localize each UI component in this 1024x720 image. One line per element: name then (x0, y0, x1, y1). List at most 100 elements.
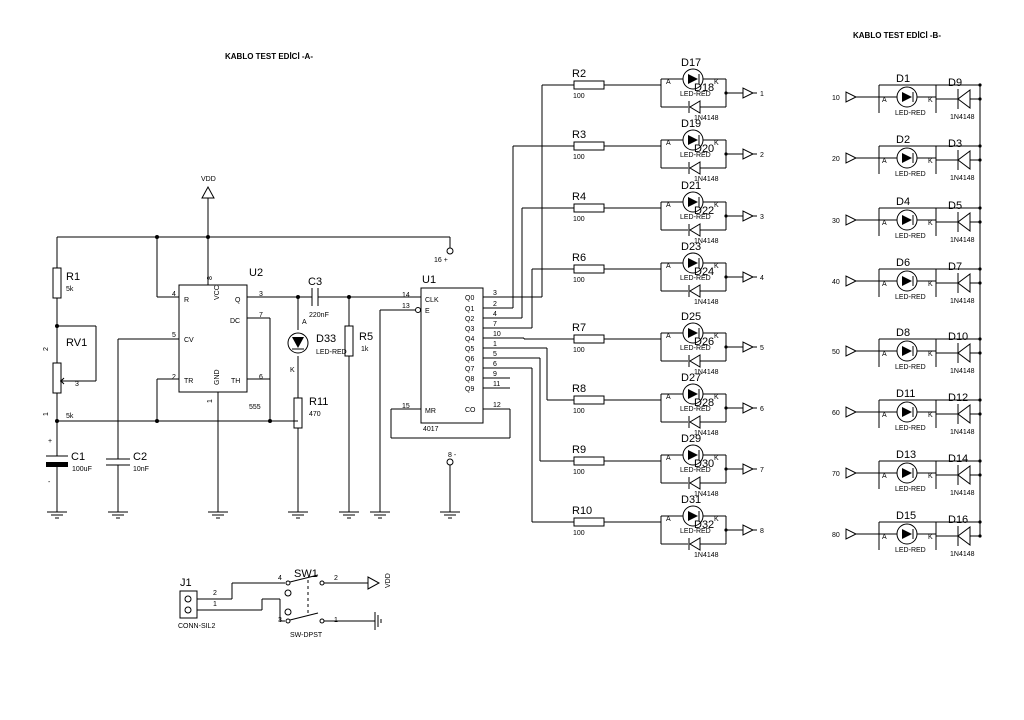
svg-text:R6: R6 (572, 252, 586, 264)
ground-r11 (288, 511, 308, 519)
svg-text:2: 2 (334, 575, 338, 582)
ground-c2 (108, 511, 128, 519)
svg-text:A: A (882, 220, 887, 227)
svg-text:A: A (666, 79, 671, 86)
svg-text:A: A (302, 319, 307, 326)
svg-text:A: A (666, 394, 671, 401)
svg-text:1N4148: 1N4148 (694, 299, 719, 306)
svg-text:6: 6 (760, 406, 764, 413)
diode-d28 (689, 415, 701, 429)
svg-text:2: 2 (172, 374, 176, 381)
resistor-r3 (573, 141, 605, 151)
svg-text:VDD: VDD (201, 176, 216, 183)
svg-text:LED-RED: LED-RED (895, 425, 926, 432)
svg-text:A: A (882, 534, 887, 541)
svg-text:Q: Q (235, 297, 241, 304)
svg-text:K: K (928, 158, 933, 165)
diode-d30 (689, 476, 701, 490)
svg-text:1: 1 (43, 412, 50, 416)
ground-e (370, 511, 390, 519)
svg-text:R7: R7 (572, 322, 586, 334)
svg-text:8: 8 (760, 528, 764, 535)
svg-text:D3: D3 (948, 138, 962, 150)
svg-text:D4: D4 (896, 196, 910, 208)
svg-text:D13: D13 (896, 449, 916, 461)
svg-text:LED-RED: LED-RED (895, 294, 926, 301)
resistor-r9 (573, 456, 605, 466)
svg-text:100: 100 (573, 216, 585, 223)
ground-sw1 (374, 612, 382, 630)
svg-text:1N4148: 1N4148 (950, 237, 975, 244)
svg-text:100: 100 (573, 347, 585, 354)
svg-text:R3: R3 (572, 129, 586, 141)
svg-text:CV: CV (184, 337, 194, 344)
svg-text:R4: R4 (572, 191, 586, 203)
svg-text:100: 100 (573, 93, 585, 100)
svg-text:1N4148: 1N4148 (694, 238, 719, 245)
svg-text:11: 11 (493, 381, 500, 388)
svg-text:5k: 5k (66, 286, 74, 293)
pin16-terminal (446, 247, 454, 255)
svg-text:LED-RED: LED-RED (895, 171, 926, 178)
resistor-r2 (573, 80, 605, 90)
svg-text:LED-RED: LED-RED (895, 486, 926, 493)
svg-text:Q0: Q0 (465, 295, 474, 302)
svg-text:A: A (666, 516, 671, 523)
svg-text:40: 40 (832, 279, 840, 286)
svg-text:A: A (666, 333, 671, 340)
pin8-terminal (446, 458, 454, 466)
svg-text:Q8: Q8 (465, 376, 474, 383)
svg-text:100uF: 100uF (72, 466, 92, 473)
svg-text:DC: DC (230, 318, 240, 325)
u2-timer-555: U2 555 R Q CV DC TR TH VCC GND 4 3 5 7 2… (172, 267, 263, 411)
svg-text:K: K (714, 79, 719, 86)
svg-text:K: K (714, 333, 719, 340)
svg-text:D2: D2 (896, 134, 910, 146)
u1-pin-q6: Q65 (465, 351, 510, 363)
sw1-switch: SW1 4 3 2 1 SW-DPST (278, 568, 338, 639)
svg-text:D25: D25 (681, 311, 701, 323)
svg-text:2: 2 (493, 301, 497, 308)
r11-resistor: R11 470 (293, 396, 328, 512)
svg-text:20: 20 (832, 156, 840, 163)
rv1-potentiometer: RV1 2 1 3 5k (43, 326, 87, 421)
svg-text:D15: D15 (896, 510, 916, 522)
resistor-r8 (573, 395, 605, 405)
svg-text:LED-RED: LED-RED (680, 467, 711, 474)
diode-d12 (957, 404, 971, 424)
svg-text:D11: D11 (896, 388, 915, 400)
resistor-r7 (573, 334, 605, 344)
svg-text:D28: D28 (694, 397, 714, 409)
resistor-r6 (573, 264, 605, 274)
svg-text:4: 4 (278, 575, 282, 582)
svg-text:4: 4 (493, 311, 497, 318)
svg-text:LED-RED: LED-RED (680, 406, 711, 413)
diode-d32 (689, 537, 701, 551)
svg-text:1N4148: 1N4148 (694, 369, 719, 376)
u1-pin-q7: Q76 (465, 361, 510, 373)
svg-text:VCC: VCC (214, 285, 221, 300)
svg-text:5: 5 (493, 351, 497, 358)
svg-text:K: K (928, 534, 933, 541)
svg-text:7: 7 (493, 321, 497, 328)
svg-text:D14: D14 (948, 453, 968, 465)
svg-text:U1: U1 (422, 274, 436, 286)
svg-text:4: 4 (172, 291, 176, 298)
svg-text:10: 10 (493, 331, 501, 338)
svg-text:2: 2 (760, 152, 764, 159)
svg-text:K: K (928, 220, 933, 227)
sw1-vdd-label: VDD (385, 573, 392, 588)
svg-text:LED-RED: LED-RED (895, 547, 926, 554)
svg-text:Q4: Q4 (465, 336, 474, 343)
svg-text:12: 12 (493, 402, 501, 409)
svg-text:LED-RED: LED-RED (680, 345, 711, 352)
